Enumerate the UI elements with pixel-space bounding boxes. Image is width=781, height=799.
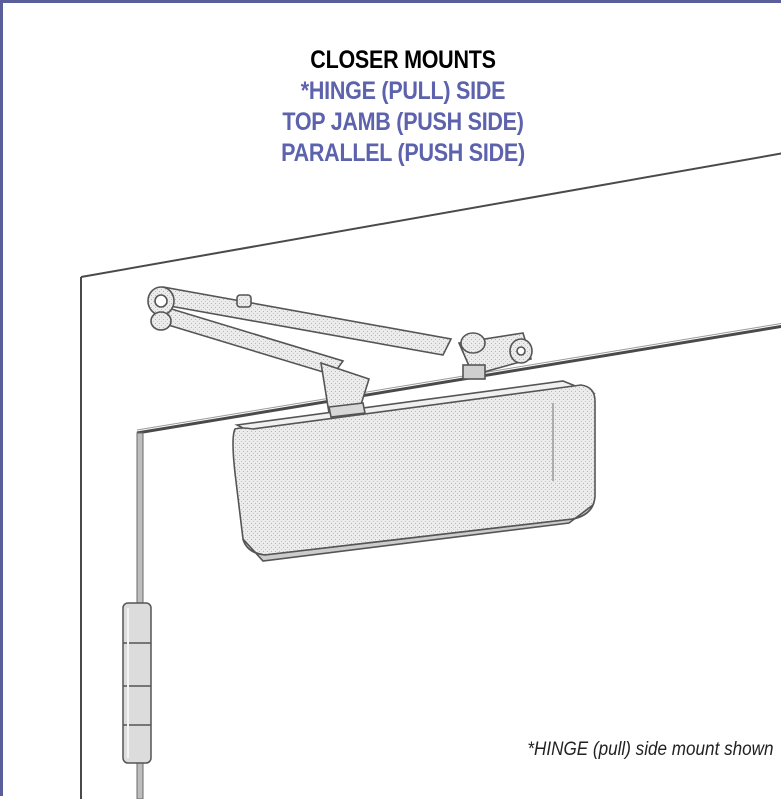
mount-option-hinge-side: *HINGE (PULL) SIDE xyxy=(300,77,506,105)
mount-option-parallel: PARALLEL (PUSH SIDE) xyxy=(281,139,525,167)
door-frame-lines xyxy=(80,152,781,799)
illustration-caption: *HINGE (pull) side mount shown xyxy=(526,739,773,760)
closer-body xyxy=(232,380,597,562)
heading-block: CLOSER MOUNTS *HINGE (PULL) SIDE TOP JAM… xyxy=(59,45,747,169)
mount-option-top-jamb: TOP JAMB (PUSH SIDE) xyxy=(282,108,524,136)
hinge-icon xyxy=(122,602,152,764)
closer-arm xyxy=(147,286,533,414)
heading-title: CLOSER MOUNTS xyxy=(310,46,496,74)
door-closer-illustration xyxy=(80,152,781,799)
